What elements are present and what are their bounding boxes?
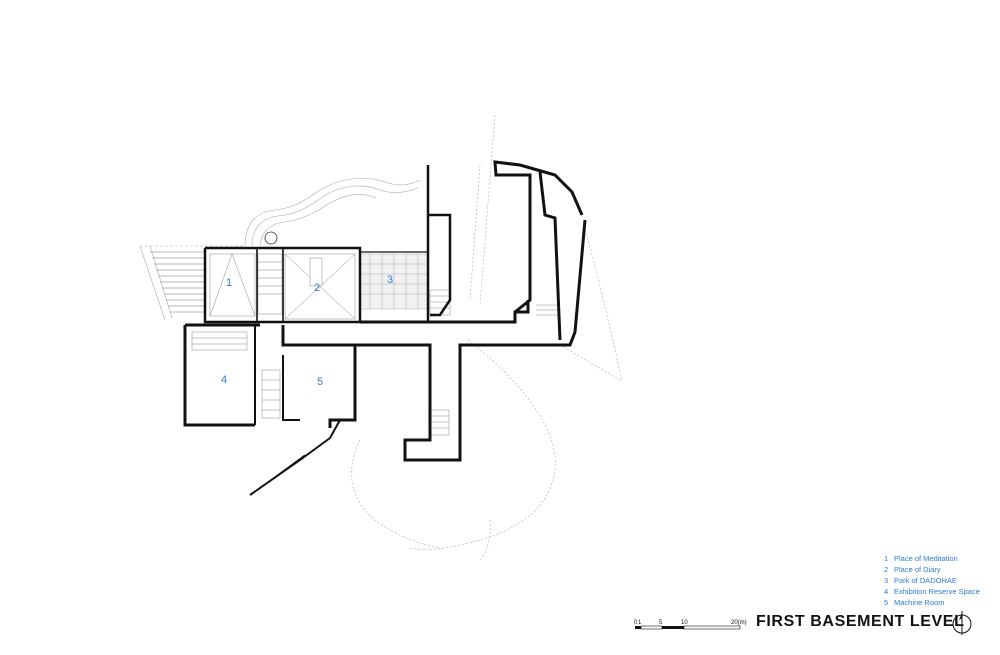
room-number-5: 5: [317, 376, 323, 388]
room-number-3: 3: [387, 274, 393, 286]
scale-tick-label: 5: [659, 620, 663, 626]
legend-label: Machine Room: [894, 598, 945, 607]
legend-item: 1 Place of Meditation: [884, 553, 980, 564]
legend-item: 2 Place of Diary: [884, 564, 980, 575]
legend-number: 2: [884, 565, 889, 574]
terrain-contours: [139, 114, 623, 561]
room-number-4: 4: [221, 374, 227, 386]
scale-tick-label: 0: [634, 620, 638, 626]
legend-label: Place of Meditation: [894, 554, 958, 563]
room-number-2: 2: [314, 282, 320, 294]
legend-item: 5 Machine Room: [884, 597, 980, 608]
legend-number: 3: [884, 576, 889, 585]
entry-stairs: [150, 251, 205, 313]
legend-number: 1: [884, 554, 889, 563]
legend-label: Place of Diary: [894, 565, 941, 574]
north-arrow-icon: [952, 611, 972, 635]
scale-tick-label: 10: [681, 620, 688, 626]
park-floor-pattern: [359, 253, 429, 310]
interior-details: [191, 253, 560, 436]
tree-marker: [264, 231, 278, 245]
legend-label: Park of DADOHAE: [894, 576, 957, 585]
room-number-1: 1: [226, 277, 232, 289]
walls: [183, 160, 587, 496]
drawing-title: FIRST BASEMENT LEVEL: [756, 613, 965, 630]
legend-number: 4: [884, 587, 889, 596]
scale-tick-label: 20(m): [731, 620, 747, 626]
scale-tick-label: 1: [638, 620, 642, 626]
room-legend: 1 Place of Meditation 2 Place of Diary 3 Pa…: [884, 553, 980, 608]
legend-label: Exhibition Reserve Space: [894, 587, 980, 596]
legend-number: 5: [884, 598, 889, 607]
scale-bar: 0 1 5 10 20(m): [634, 620, 747, 630]
legend-item: 3 Park of DADOHAE: [884, 575, 980, 586]
legend-item: 4 Exhibition Reserve Space: [884, 586, 980, 597]
